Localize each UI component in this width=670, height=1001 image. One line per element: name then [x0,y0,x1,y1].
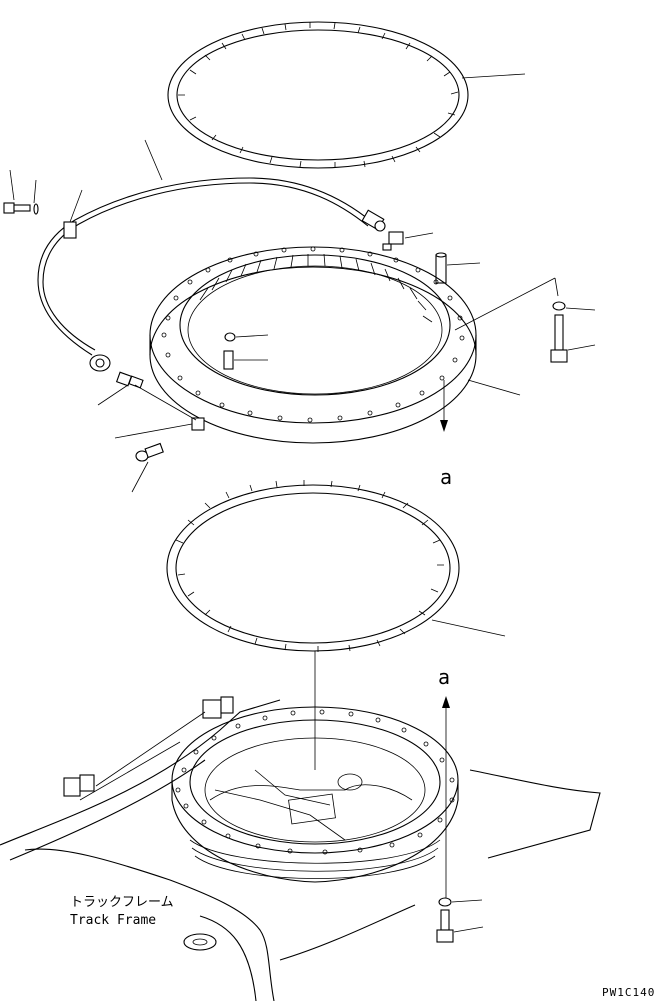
swing-circle-bearing [149,246,477,444]
leader-dowel-pin [446,262,481,266]
leader-mounting-bolt-top [567,344,596,351]
leader-swing-circle [467,379,521,396]
clamp-bolt [3,202,31,214]
upper-seal-ring [167,21,469,169]
adapter-block [191,417,205,431]
seat-bolt-holes [175,709,455,855]
track-frame-label-en: Track Frame [70,913,156,928]
grease-nipple-upper [115,371,144,389]
view-label-upper: a [440,465,452,489]
leader-mounting-washer-bottom [451,899,483,903]
leader-adapter-block [114,423,193,439]
grease-hose [37,177,386,372]
bearing-bolt-holes [161,246,465,423]
grease-nipple-lower [135,442,164,462]
mounting-bolt-bottom [436,909,454,943]
elbow-fitting [382,231,404,251]
mounting-washer-bottom [438,897,452,907]
hose-end-fitting-bottom [89,354,111,372]
mounting-bolt-top [550,314,568,363]
leader-mounting-bolt-bottom [453,926,484,933]
track-frame-label-jp: トラックフレーム [70,895,174,910]
leader-grease-nipple-upper [97,384,129,406]
plug-pin [223,350,234,370]
leader-grease-fitting-small [235,334,269,338]
leader-upper-seal [461,73,526,79]
view-label-lower: a [438,665,450,689]
leader-grease-nipple-lower [131,461,149,493]
leader-bolt-group [454,277,556,331]
lower-seal-ring [166,480,460,652]
connector-line-fittings [134,384,197,421]
grease-fitting-small [224,332,236,342]
view-arrow-lower: a [438,665,450,900]
leader-clamp-bolt [9,169,15,201]
leader-clamp [69,189,83,223]
leader-clamp-washer [33,179,37,204]
ring-seat [171,706,459,883]
hose-clamp [63,221,77,239]
track-frame [0,696,601,1001]
clamp-washer [33,203,39,215]
view-arrow-upper: a [440,380,452,489]
leader-bolt-group-b [554,277,559,297]
leader-lower-seal [431,619,506,637]
leader-elbow-fitting [404,232,434,239]
hose-end-fitting-top [361,209,386,232]
leader-mounting-washer-top [565,307,596,311]
mounting-washer-top [552,301,566,311]
dowel-pin [435,252,447,284]
leader-hose [144,139,163,181]
drawing-code: PW1C140 [602,986,655,999]
